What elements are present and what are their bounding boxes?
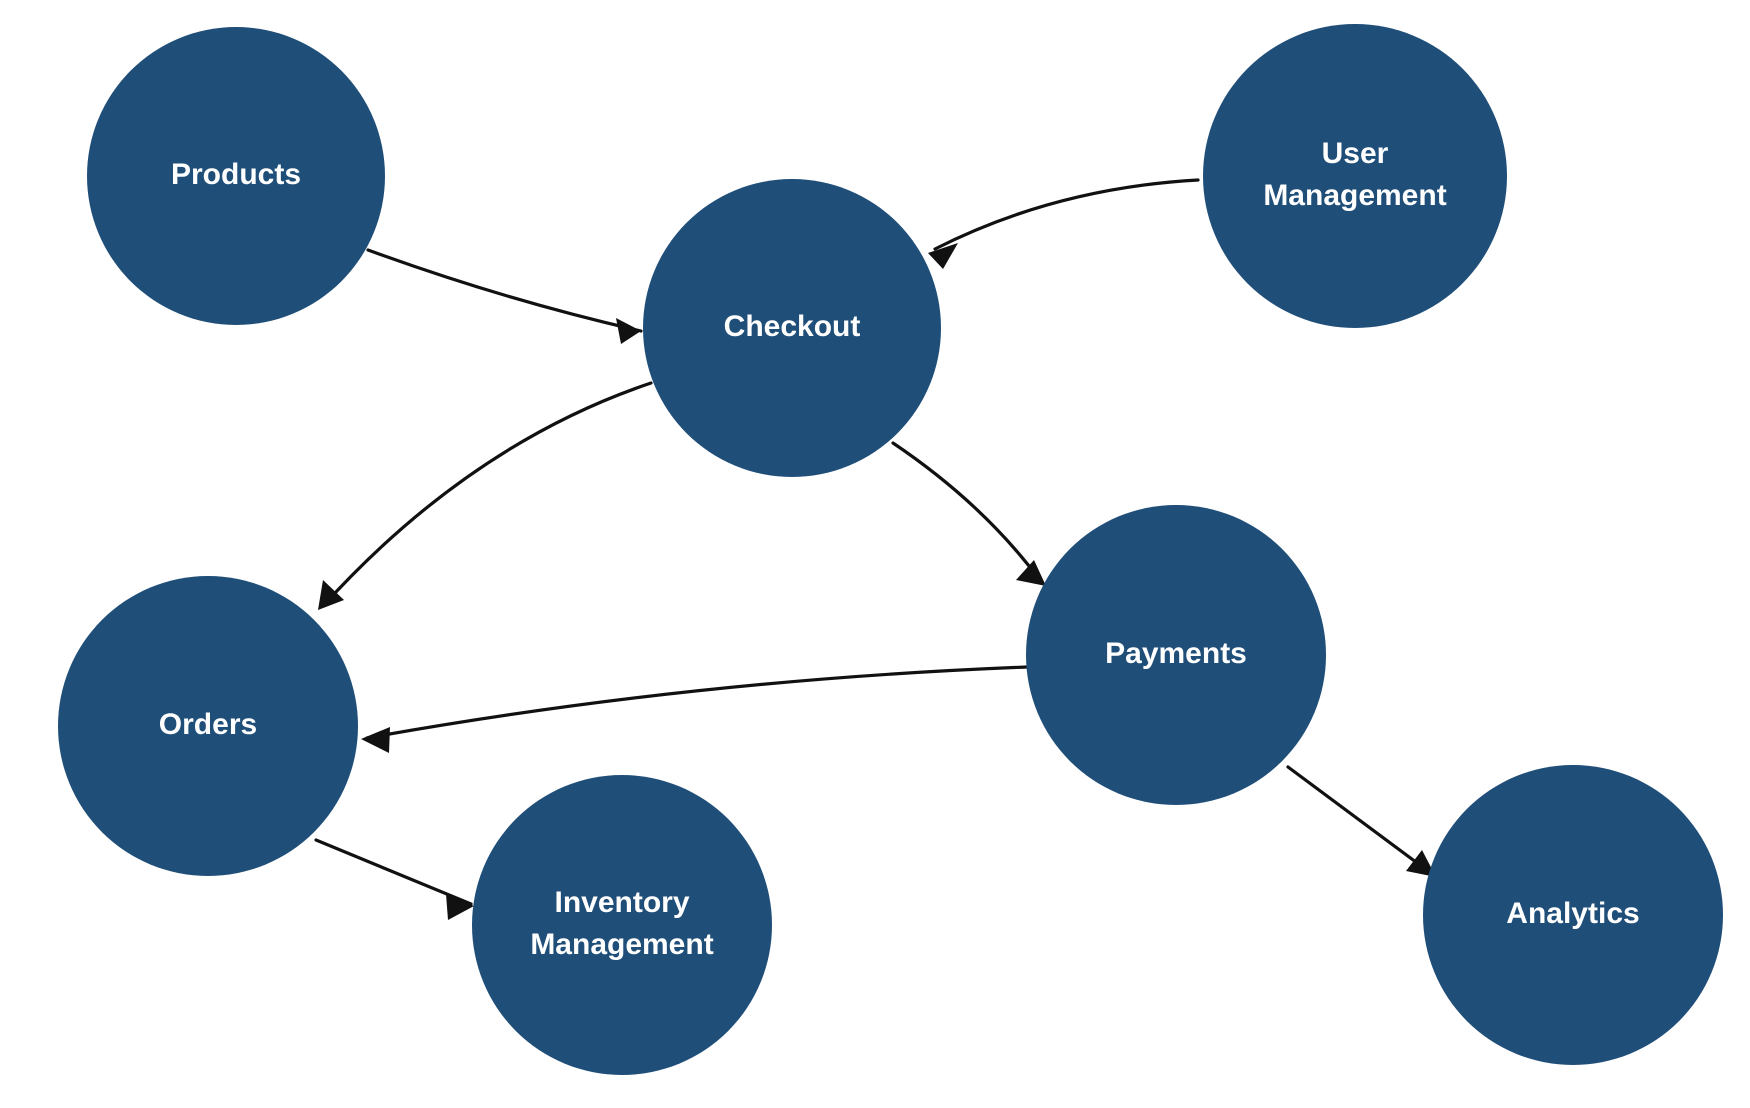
arrowhead-head-checkout-to-payments [1016, 560, 1046, 586]
arrowheads-layer [318, 243, 1436, 920]
nodes-layer: ProductsCheckoutUserManagementOrdersPaym… [58, 24, 1723, 1075]
node-circle-usermgmt[interactable] [1203, 24, 1507, 328]
arrowhead-head-payments-to-analytics [1406, 850, 1436, 877]
node-label-products: Products [171, 158, 301, 191]
node-label-usermgmt: User [1322, 137, 1389, 170]
node-circle-payments[interactable] [1026, 505, 1326, 805]
node-circle-inventory[interactable] [472, 775, 772, 1075]
arrowhead-head-payments-to-orders [361, 727, 390, 753]
node-label-analytics: Analytics [1506, 897, 1639, 930]
edge-checkout-to-payments [891, 441, 1044, 585]
edges-layer [314, 178, 1434, 906]
edge-products-to-checkout [366, 248, 643, 333]
node-circle-products[interactable] [87, 27, 385, 325]
node-circle-checkout[interactable] [643, 179, 941, 477]
arrowhead-head-orders-to-inventory [446, 894, 474, 920]
node-payments[interactable]: Payments [1026, 505, 1326, 805]
arrowhead-head-products-to-checkout [616, 318, 641, 344]
node-label-payments: Payments [1105, 637, 1247, 670]
node-label-inventory: Management [530, 928, 713, 961]
node-label-orders: Orders [159, 708, 257, 741]
edge-checkout-to-orders [321, 381, 653, 608]
node-orders[interactable]: Orders [58, 576, 358, 876]
arrowhead-head-checkout-to-orders [318, 580, 344, 610]
edge-orders-to-inventory [314, 838, 473, 906]
edge-payments-to-orders [365, 665, 1029, 740]
arrowhead-head-usermgmt-to-checkout [928, 243, 958, 269]
node-circle-orders[interactable] [58, 576, 358, 876]
node-label-inventory: Inventory [554, 886, 689, 919]
node-label-usermgmt: Management [1263, 179, 1446, 212]
node-analytics[interactable]: Analytics [1423, 765, 1723, 1065]
node-products[interactable]: Products [87, 27, 385, 325]
edge-payments-to-analytics [1286, 765, 1434, 876]
node-label-checkout: Checkout [724, 310, 861, 343]
edge-usermgmt-to-checkout [933, 178, 1200, 251]
node-circle-analytics[interactable] [1423, 765, 1723, 1065]
node-checkout[interactable]: Checkout [643, 179, 941, 477]
